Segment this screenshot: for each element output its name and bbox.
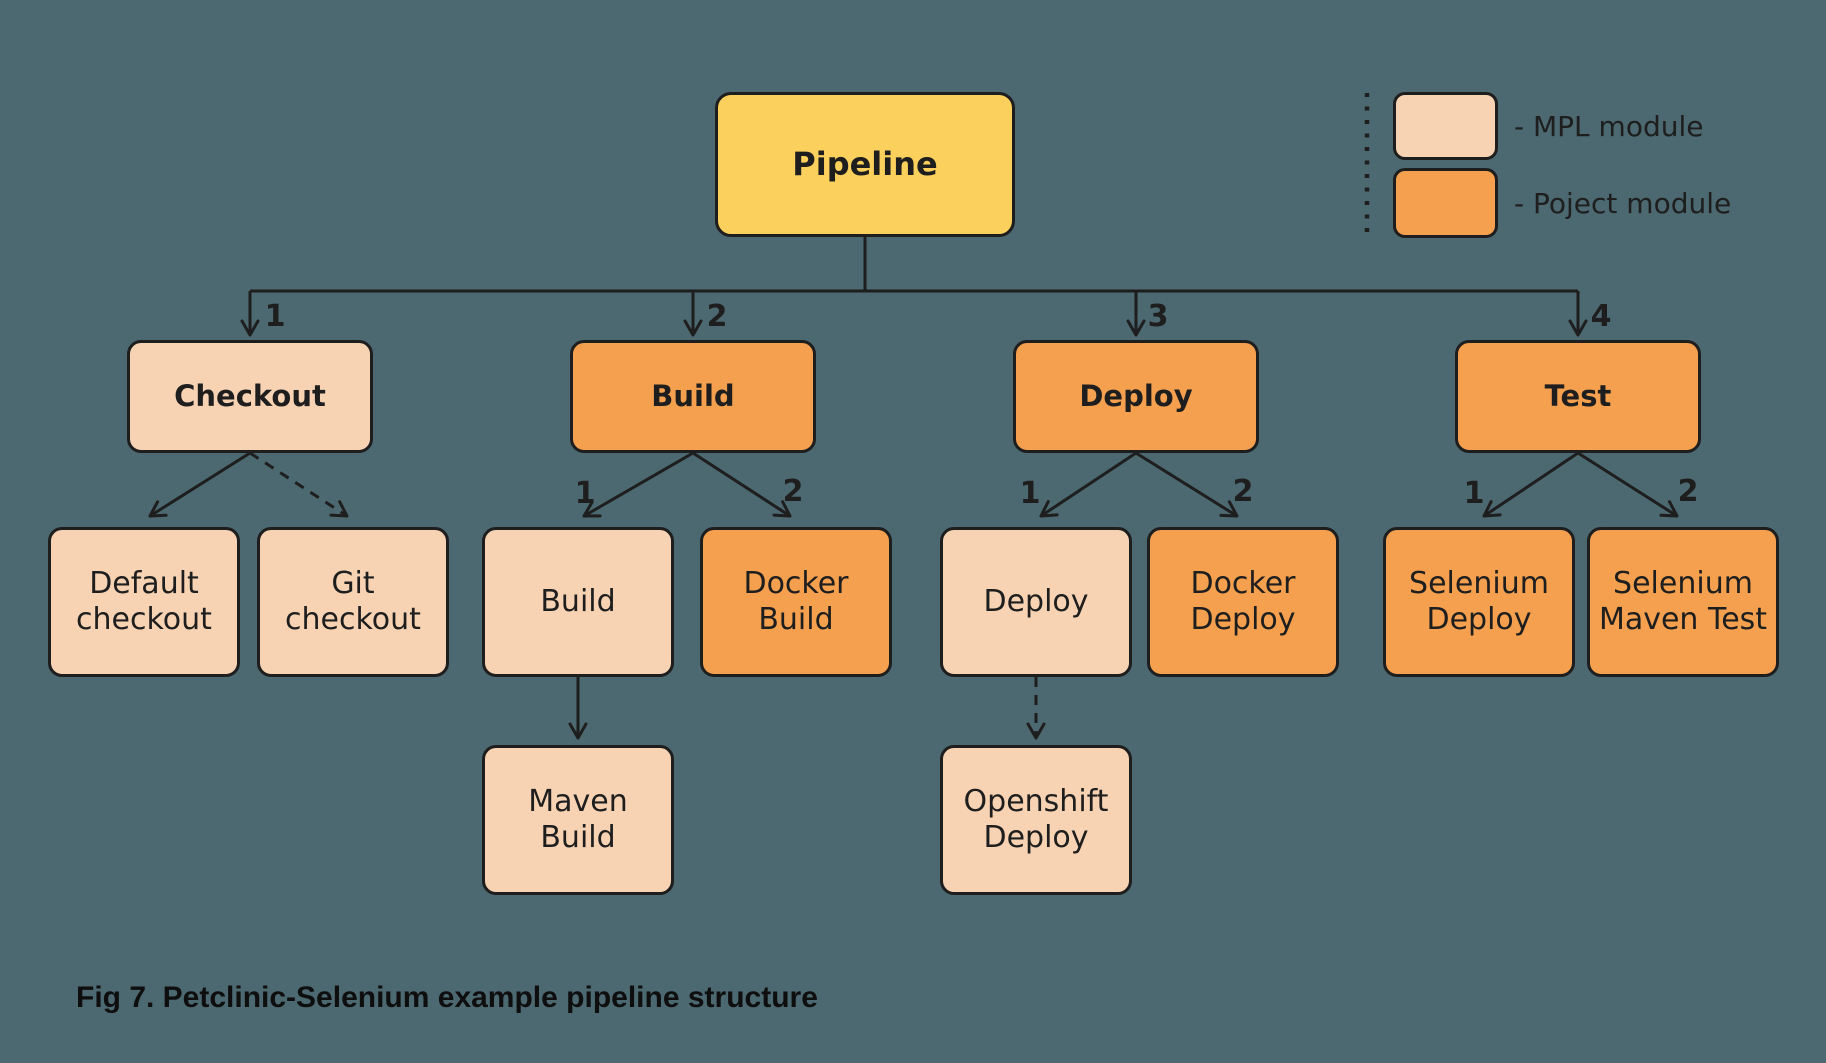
node-checkout-label: Checkout xyxy=(174,379,326,414)
edge-label-root-checkout: 1 xyxy=(264,299,286,334)
edge-test-seleniumdeploy xyxy=(1482,451,1579,518)
node-build: Build xyxy=(570,340,816,453)
node-default-checkout-label: Default checkout xyxy=(76,566,212,637)
node-build-label: Build xyxy=(651,379,735,414)
node-pipeline-label: Pipeline xyxy=(792,145,938,184)
edge-build-dockerbuild xyxy=(692,451,792,518)
edge-build-build xyxy=(582,451,694,518)
edge-checkout-git-dashed xyxy=(249,451,349,518)
node-selenium-maven-test-label: Selenium Maven Test xyxy=(1598,566,1768,637)
node-deploy-child: Deploy xyxy=(940,527,1132,677)
figure-caption: Fig 7. Petclinic-Selenium example pipeli… xyxy=(76,981,818,1014)
node-deploy: Deploy xyxy=(1013,340,1259,453)
edge-label-build-2: 2 xyxy=(782,474,804,509)
edge-checkout-default xyxy=(148,451,251,518)
node-docker-build-label: Docker Build xyxy=(743,566,849,637)
node-docker-deploy-label: Docker Deploy xyxy=(1190,566,1296,637)
edge-label-deploy-2: 2 xyxy=(1232,474,1254,509)
edge-label-build-1: 1 xyxy=(574,476,596,511)
node-maven-build-label: Maven Build xyxy=(528,784,628,855)
edge-test-seleniummaventest xyxy=(1577,451,1679,518)
legend-label-project-module: - Poject module xyxy=(1514,187,1732,220)
node-checkout: Checkout xyxy=(127,340,373,453)
edge-label-test-1: 1 xyxy=(1463,476,1485,511)
legend-swatch-mpl-module xyxy=(1393,92,1498,160)
node-openshift-deploy-label: Openshift Deploy xyxy=(963,784,1109,855)
node-deploy-child-label: Deploy xyxy=(983,584,1089,619)
legend-swatch-project-module xyxy=(1393,168,1498,238)
node-openshift-deploy: Openshift Deploy xyxy=(940,745,1132,895)
edge-deploy-dockerdeploy xyxy=(1135,451,1239,518)
node-selenium-maven-test: Selenium Maven Test xyxy=(1587,527,1779,677)
node-git-checkout-label: Git checkout xyxy=(285,566,421,637)
node-docker-deploy: Docker Deploy xyxy=(1147,527,1339,677)
node-git-checkout: Git checkout xyxy=(257,527,449,677)
edge-label-root-deploy: 3 xyxy=(1147,299,1169,334)
edge-label-deploy-1: 1 xyxy=(1019,476,1041,511)
node-default-checkout: Default checkout xyxy=(48,527,240,677)
node-deploy-label: Deploy xyxy=(1079,379,1193,414)
node-pipeline: Pipeline xyxy=(715,92,1015,237)
edge-deploy-deploy xyxy=(1039,451,1137,518)
legend-label-mpl-module: - MPL module xyxy=(1514,110,1704,143)
node-build-child: Build xyxy=(482,527,674,677)
edge-label-root-build: 2 xyxy=(706,299,728,334)
node-selenium-deploy: Selenium Deploy xyxy=(1383,527,1575,677)
node-maven-build: Maven Build xyxy=(482,745,674,895)
node-test: Test xyxy=(1455,340,1701,453)
node-build-child-label: Build xyxy=(540,584,616,619)
edge-label-root-test: 4 xyxy=(1590,299,1612,334)
node-test-label: Test xyxy=(1544,379,1612,414)
edge-label-test-2: 2 xyxy=(1677,474,1699,509)
node-docker-build: Docker Build xyxy=(700,527,892,677)
node-selenium-deploy-label: Selenium Deploy xyxy=(1409,566,1549,637)
